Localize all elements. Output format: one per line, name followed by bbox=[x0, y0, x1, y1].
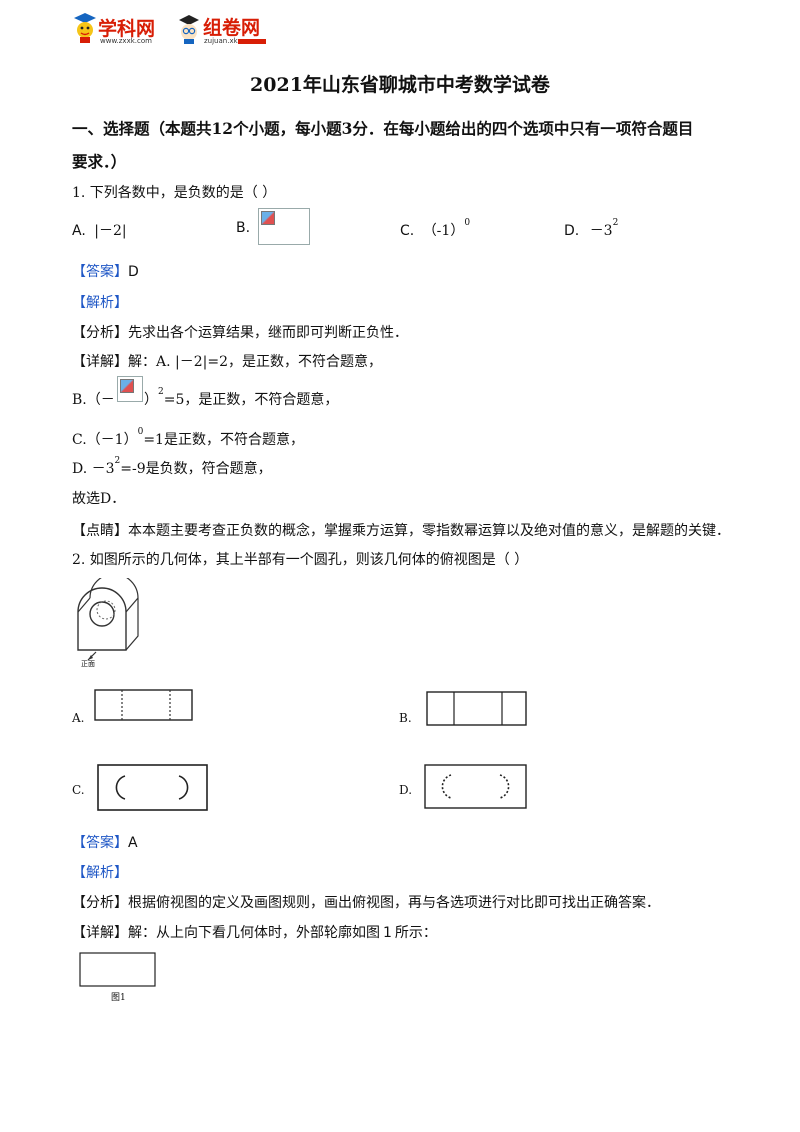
q2-option-a-figure[interactable] bbox=[94, 689, 194, 723]
q1-line-d-start: D. －3 bbox=[72, 461, 115, 477]
xuekewang-logo-text: 学科网 bbox=[98, 18, 156, 40]
zujuanwang-banner bbox=[238, 39, 266, 44]
q2-option-d-label: D. bbox=[399, 783, 413, 797]
q1-line-c-exp: 0 bbox=[137, 427, 144, 437]
q2-fenxi: 【分析】根据俯视图的定义及画图规则，画出俯视图，再与各选项进行对比即可找出正确答… bbox=[72, 892, 660, 912]
q1-option-d-text: －3 bbox=[589, 223, 613, 239]
q1-line-b-image bbox=[117, 376, 143, 402]
q1-option-b: B. bbox=[236, 220, 250, 236]
q1-line-c: C.（－1）0=1是正数，不符合题意， bbox=[72, 427, 304, 449]
section-header-line1: 一、选择题（本题共12个小题，每小题3分．在每小题给出的四个选项中只有一项符合题… bbox=[72, 119, 694, 138]
header-logos: 学科网 www.zxxk.com 组卷网 zujuan.xkw.com bbox=[72, 10, 272, 50]
q1-line-c-end: =1是正数，不符合题意， bbox=[143, 432, 304, 448]
q1-line-b-end: =5，是正数，不符合题意， bbox=[163, 392, 339, 408]
xuekewang-url: www.zxxk.com bbox=[100, 37, 152, 45]
q1-option-c-text: （-1） bbox=[422, 223, 465, 239]
q2-fig1-label: 图1 bbox=[111, 993, 126, 1003]
page-title: 2021年山东省聊城市中考数学试卷 bbox=[250, 74, 550, 96]
q2-xiangjie-text-b: 所示： bbox=[394, 925, 437, 941]
zujuanwang-logo-icon bbox=[179, 15, 199, 44]
q1-answer: 【答案】D bbox=[72, 261, 139, 281]
q1-option-c: C. （-1）0 bbox=[400, 218, 471, 240]
q2-solid-figure bbox=[77, 578, 139, 661]
zujuanwang-url: zujuan.xkw.com bbox=[204, 37, 260, 45]
q2-answer-value: A bbox=[128, 835, 138, 851]
q1-xiangjie-text: 解：A. |－2|=2，是正数，不符合题意， bbox=[128, 354, 382, 370]
q1-xiangjie: 【详解】解：A. |－2|=2，是正数，不符合题意， bbox=[72, 351, 382, 371]
q1-dianjing-text: 本本题主要考查正负数的概念，掌握乘方运算，零指数幂运算以及绝对值的意义，是解题的… bbox=[128, 523, 730, 539]
q1-line-b-exp: 2 bbox=[158, 387, 164, 397]
broken-image-icon bbox=[261, 211, 275, 225]
q1-option-b-image bbox=[258, 208, 310, 245]
q1-line-d-exp: 2 bbox=[114, 456, 121, 466]
q1-conclusion: 故选D． bbox=[72, 491, 126, 507]
q1-fenxi-tag: 【分析】 bbox=[72, 325, 128, 341]
q1-line-b-paren: ） bbox=[144, 392, 158, 408]
q2-analysis-tag: 【解析】 bbox=[72, 865, 128, 881]
q1-fenxi-text: 先求出各个运算结果，继而即可判断正负性． bbox=[128, 325, 408, 341]
q1-option-d-label: D. bbox=[564, 223, 580, 239]
xuekewang-logo-icon bbox=[74, 13, 96, 43]
q2-answer: 【答案】A bbox=[72, 832, 138, 852]
q2-option-a-label: A. bbox=[72, 711, 85, 725]
q2-answer-tag: 【答案】 bbox=[72, 835, 128, 851]
q1-line-d: D. －32=-9是负数，符合题意， bbox=[72, 456, 272, 478]
q2-fenxi-text: 根据俯视图的定义及画图规则，画出俯视图，再与各选项进行对比即可找出正确答案． bbox=[128, 895, 660, 911]
q1-line-b: B.（－ bbox=[72, 389, 115, 409]
q2-option-c-figure[interactable] bbox=[97, 764, 209, 812]
q1-xiangjie-tag: 【详解】 bbox=[72, 354, 128, 370]
q1-option-b-label: B. bbox=[236, 220, 251, 236]
q1-answer-value: D bbox=[128, 264, 139, 280]
q2-xiangjie-num: 1 bbox=[383, 925, 392, 941]
q1-line-c-start: C.（－1） bbox=[72, 432, 138, 448]
q1-dianjing-tag: 【点睛】 bbox=[72, 523, 128, 539]
q2-fenxi-tag: 【分析】 bbox=[72, 895, 128, 911]
q1-option-c-exp: 0 bbox=[464, 218, 471, 228]
q2-option-b-figure[interactable] bbox=[426, 691, 528, 727]
q2-stem: 2. 如图所示的几何体，其上半部有一个圆孔，则该几何体的俯视图是（ ） bbox=[72, 552, 529, 568]
q1-option-a-text: |－2| bbox=[94, 223, 127, 239]
q2-option-b-label: B. bbox=[399, 711, 412, 725]
broken-image-icon bbox=[120, 379, 134, 393]
section-header-line2: 要求．） bbox=[72, 152, 127, 171]
q2-front-label: 正面 bbox=[81, 660, 95, 668]
q1-option-d: D. －32 bbox=[564, 218, 619, 240]
q1-option-a: A. |－2| bbox=[72, 220, 127, 240]
q2-option-c-label: C. bbox=[72, 783, 85, 797]
q1-stem: 1. 下列各数中，是负数的是（ ） bbox=[72, 185, 277, 201]
q2-fig1 bbox=[79, 952, 156, 987]
q1-line-b-rest: ）2=5，是正数，不符合题意， bbox=[144, 387, 339, 409]
zujuanwang-logo-text: 组卷网 bbox=[203, 17, 261, 39]
q1-dianjing: 【点睛】本本题主要考查正负数的概念，掌握乘方运算，零指数幂运算以及绝对值的意义，… bbox=[72, 520, 730, 540]
q1-analysis-tag: 【解析】 bbox=[72, 295, 128, 311]
q1-option-d-exp: 2 bbox=[612, 218, 619, 228]
q2-xiangjie-text-a: 解：从上向下看几何体时，外部轮廓如图 bbox=[128, 925, 380, 941]
q1-option-a-label: A. bbox=[72, 223, 86, 239]
q1-fenxi: 【分析】先求出各个运算结果，继而即可判断正负性． bbox=[72, 322, 408, 342]
q1-answer-tag: 【答案】 bbox=[72, 264, 128, 280]
q1-line-d-end: =-9是负数，符合题意， bbox=[120, 461, 272, 477]
q1-option-c-label: C. bbox=[400, 223, 415, 239]
q2-option-d-figure[interactable] bbox=[424, 764, 528, 810]
q2-xiangjie-tag: 【详解】 bbox=[72, 925, 128, 941]
q1-line-b-start: B.（－ bbox=[72, 392, 115, 408]
